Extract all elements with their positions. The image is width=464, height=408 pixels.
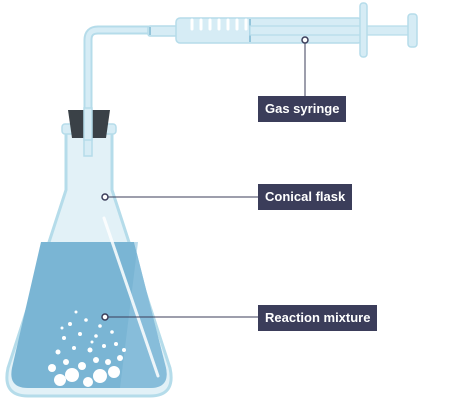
syringe-point-marker bbox=[301, 36, 309, 44]
delivery-tube bbox=[83, 25, 185, 145]
flask-point-marker bbox=[101, 193, 109, 201]
bubbles bbox=[48, 310, 126, 387]
mixture-point-marker bbox=[101, 313, 109, 321]
gas-syringe-label: Gas syringe bbox=[258, 96, 347, 122]
gas-syringe bbox=[147, 2, 418, 58]
conical-flask-label: Conical flask bbox=[258, 184, 353, 210]
conical-flask bbox=[5, 107, 173, 398]
reaction-mixture-label: Reaction mixture bbox=[258, 305, 378, 331]
